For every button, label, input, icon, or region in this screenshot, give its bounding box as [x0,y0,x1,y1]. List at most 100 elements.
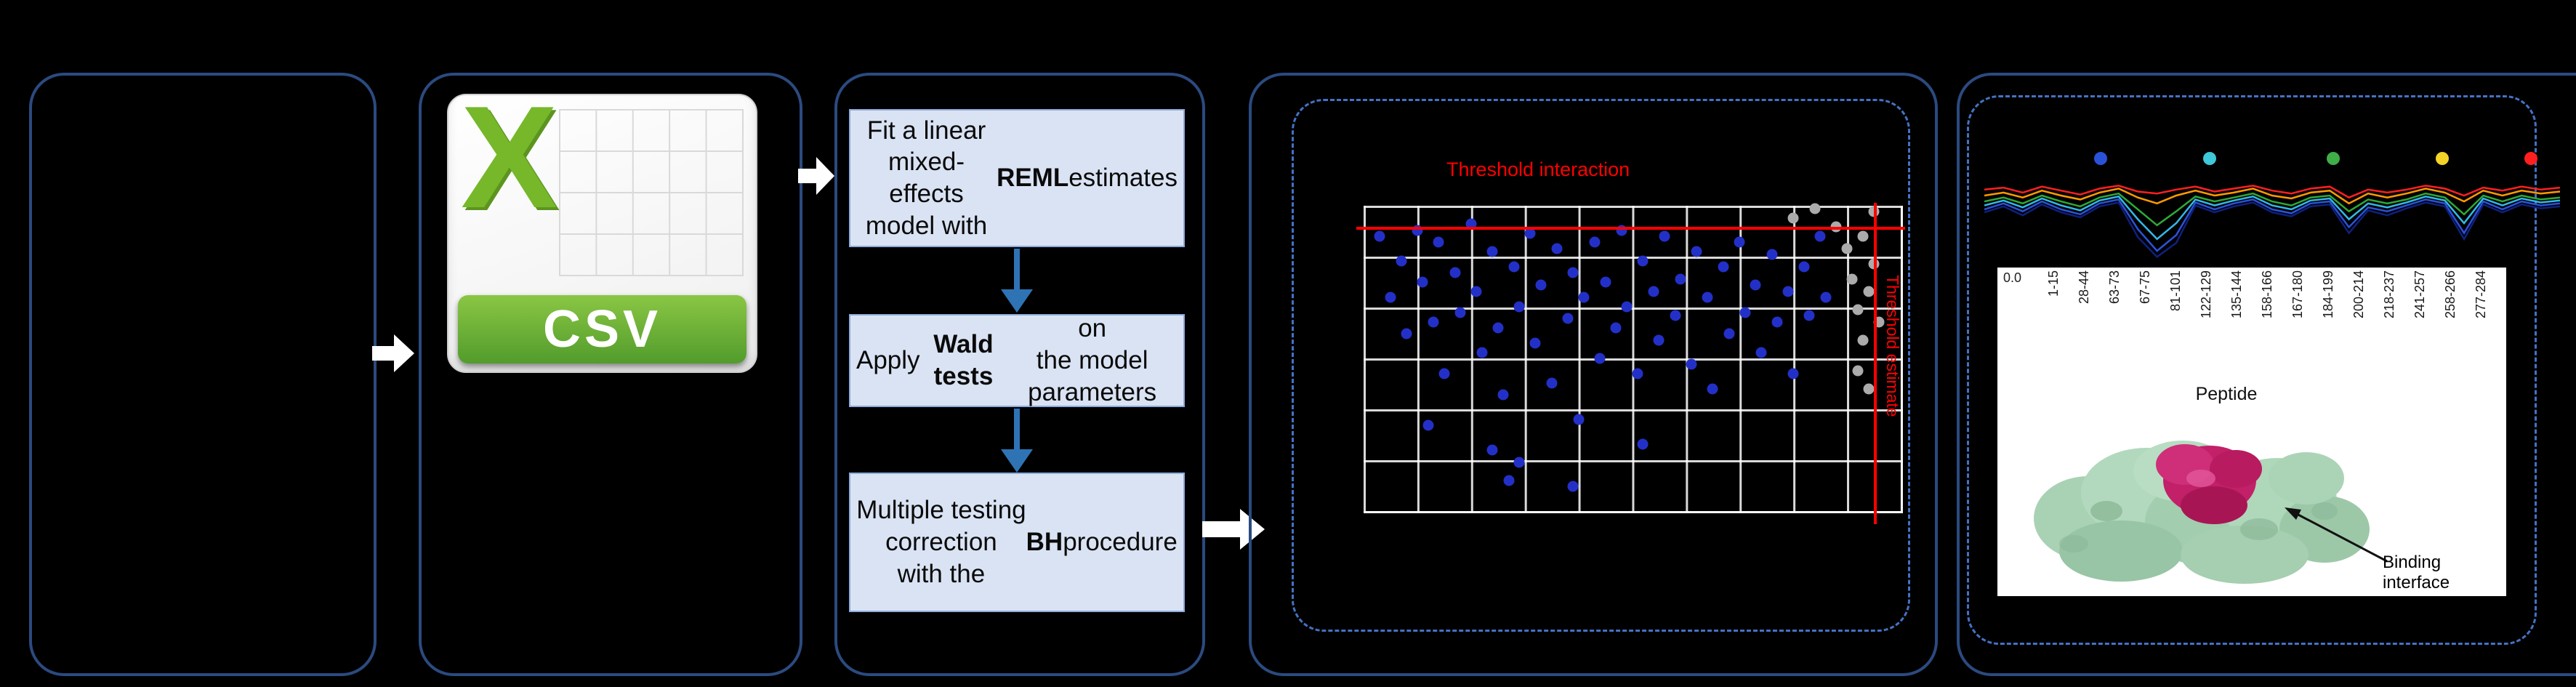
significant-point [1562,313,1574,324]
significant-point [1820,292,1832,303]
timepoint-dot [2436,152,2449,165]
significant-point [1718,261,1729,273]
y-axis-tick: 0.0 [2003,270,2022,285]
excel-x-icon: X [460,76,558,238]
timepoint-dot [2327,152,2340,165]
panel-results-dashed [1967,95,2537,645]
step-text: estimates [1068,164,1178,193]
significant-point [1691,246,1702,257]
significant-point [1803,310,1815,321]
threshold-estimate-label: Threshold estimate [1883,275,1902,417]
significant-point [1686,358,1697,370]
uptake-line-timepoint-5 [1984,198,2560,252]
significant-point [1670,310,1681,321]
peptide-tick-label: 167-180 [2290,270,2305,319]
peptide-tick-label: 63-73 [2107,270,2122,305]
significant-point [1412,225,1423,236]
uptake-line-timepoint-1 [1984,185,2560,199]
significant-point [1766,249,1778,260]
significant-point [1798,261,1810,273]
nonsignificant-point [1857,230,1869,242]
significant-point [1508,261,1520,273]
significant-point [1739,307,1751,318]
peptide-tick-label: 81-101 [2168,270,2183,312]
nonsignificant-point [1841,243,1853,254]
significant-point [1637,438,1649,450]
significant-point [1750,279,1761,291]
significant-point [1428,316,1439,328]
significant-point [1723,328,1735,340]
significant-point [1486,246,1498,257]
significant-point [1454,307,1466,318]
significant-point [1465,218,1477,230]
significant-point [1513,457,1525,468]
significant-point [1422,419,1434,431]
significant-point [1702,292,1713,303]
significant-point [1546,377,1558,389]
peptide-tick-label: 218-237 [2382,270,2396,319]
panel-scatter-dashed [1292,99,1910,632]
threshold-vline [1874,203,1877,524]
deuterium-uptake-chart [1984,152,2560,258]
down-arrow-2 [1001,409,1033,473]
significant-point [1787,368,1799,379]
significant-point [1492,322,1504,334]
significant-point [1470,286,1482,297]
significant-point [1610,322,1622,334]
panel-statistics [834,73,1205,676]
peptide-tick-label: 67-75 [2138,270,2152,305]
significant-point [1567,267,1579,278]
protein-structure-image [2034,441,2370,584]
significant-point [1637,255,1649,267]
panel-input [29,73,377,676]
threshold-hline [1356,227,1905,230]
step-text: procedure [1063,528,1178,557]
timepoint-dot [2203,152,2216,165]
step-text: on the model parameters [1028,314,1157,406]
nonsignificant-point [1787,212,1799,224]
significant-point [1573,414,1585,425]
nonsignificant-point [1857,334,1869,346]
significant-point [1653,334,1665,346]
significant-point [1771,316,1783,328]
significant-point [1567,481,1579,492]
peptide-axis-label: Peptide [2195,384,2258,404]
step-text-bold: BH [1026,528,1063,557]
peptide-tick-label: 28-44 [2077,270,2091,305]
significant-point [1659,230,1670,242]
significant-point [1551,243,1563,254]
nonsignificant-point [1863,383,1875,395]
significant-point [1535,279,1547,291]
significant-point [1707,383,1718,395]
significant-point [1497,389,1509,401]
spreadsheet-grid-icon [559,109,744,276]
peptide-tick-label: 258-266 [2443,270,2458,319]
significant-point [1734,236,1745,248]
binding-interface-label: Binding interface [2383,553,2450,592]
panel-results-outer [1957,73,2576,676]
flow-arrow-right-2 [798,157,834,195]
significant-point [1600,276,1611,288]
timepoint-dot [2524,152,2537,165]
timepoint-dot [2094,152,2107,165]
significant-point [1417,276,1428,288]
nonsignificant-point [1852,365,1864,377]
step-box-wald: Apply Wald tests on the model parameters [849,314,1185,407]
significant-point [1782,286,1794,297]
peptide-tick-label: 135-144 [2229,270,2244,319]
step-text: Fit a linear mixed- effects model with [865,116,988,240]
peptide-tick-label: 184-199 [2321,270,2335,319]
significant-point [1616,225,1627,236]
significant-point [1476,347,1488,358]
step-text-bold: REML [997,164,1069,193]
uptake-line-timepoint-3 [1984,192,2560,227]
threshold-interaction-label: Threshold interaction [1446,158,1630,180]
significant-point [1385,292,1396,303]
significant-point [1433,236,1444,248]
peptide-tick-label: 200-214 [2351,270,2366,319]
significant-point [1374,230,1385,242]
significant-point [1396,255,1407,267]
panel-scatter-outer [1249,73,1938,676]
